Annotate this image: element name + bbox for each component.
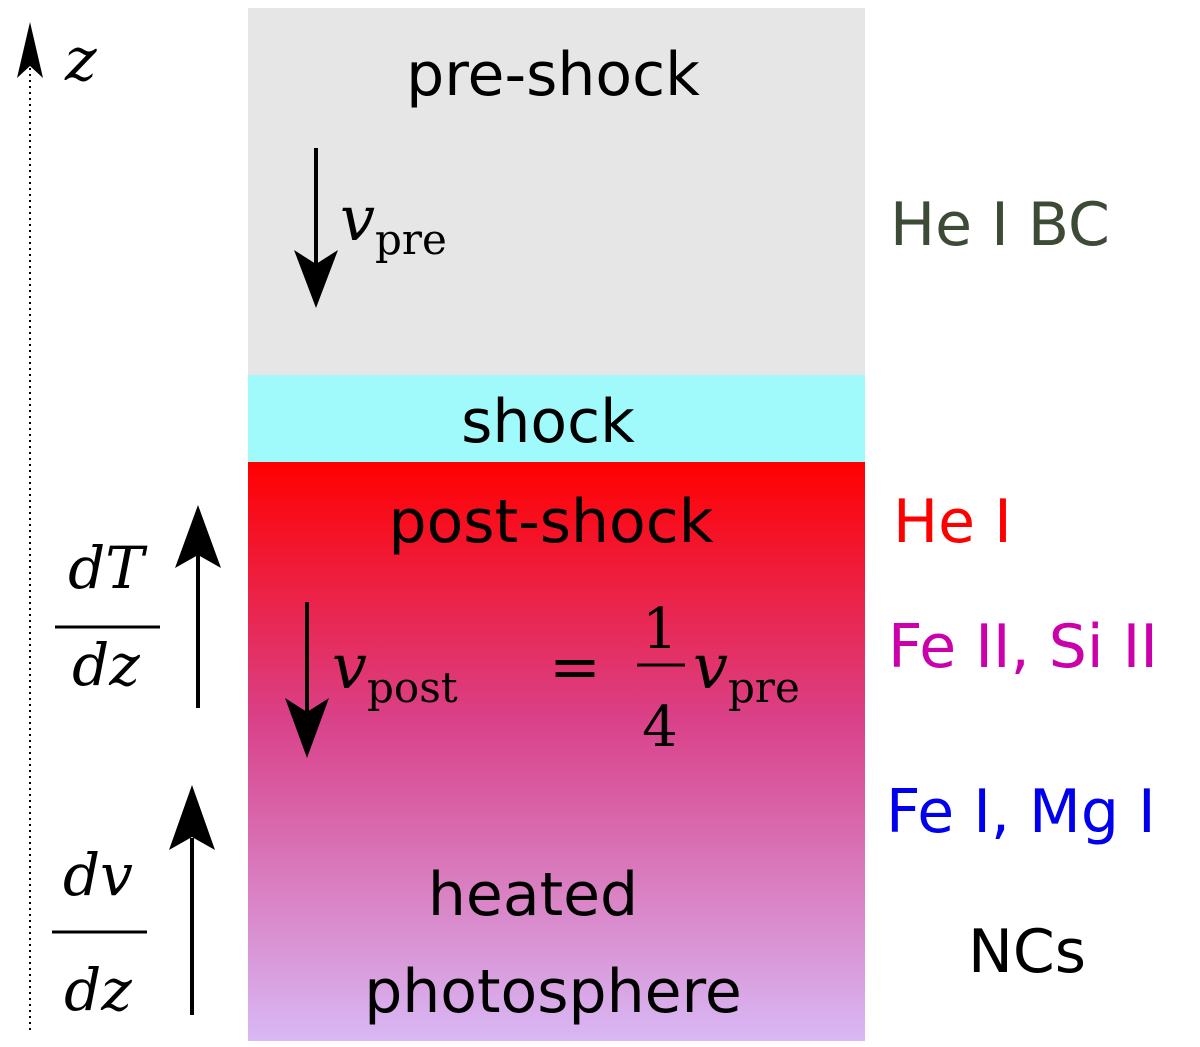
- post-shock-label: post-shock: [389, 487, 714, 557]
- svg-text:vpost: vpost: [332, 630, 458, 712]
- heated-label: heated: [428, 860, 638, 930]
- z-axis-label: z: [64, 25, 97, 95]
- svg-text:dz: dz: [72, 631, 140, 699]
- photosphere-label: photosphere: [364, 957, 742, 1027]
- svg-text:1: 1: [642, 597, 678, 662]
- svg-text:vpre: vpre: [693, 630, 800, 712]
- svg-text:4: 4: [642, 695, 678, 760]
- velocity-gradient: dv dz: [52, 841, 147, 1024]
- post-velocity-arrowhead-icon: [285, 698, 329, 758]
- pre-velocity-arrowhead-icon: [294, 250, 338, 308]
- svg-text:=: =: [549, 630, 601, 703]
- post-velocity-equation: vpost = 1 4 vpre: [332, 597, 800, 760]
- line-label-he-i-bc: He I BC: [890, 190, 1110, 260]
- line-label-ncs: NCs: [968, 917, 1086, 987]
- line-label-fe-i-mg-i: Fe I, Mg I: [886, 777, 1156, 847]
- post-shock-region: [248, 462, 865, 1041]
- line-label-fe-ii-si-ii: Fe II, Si II: [888, 612, 1158, 682]
- svg-text:dT: dT: [68, 534, 148, 602]
- shock-region: [248, 375, 865, 462]
- velocity-arrowhead-icon: [169, 785, 215, 850]
- temperature-gradient: dT dz: [55, 534, 160, 699]
- pre-shock-label: pre-shock: [406, 40, 700, 110]
- pre-velocity-label: vpre: [340, 182, 447, 264]
- z-axis-arrowhead-icon: [17, 22, 43, 78]
- pre-shock-region: [248, 8, 865, 375]
- line-label-he-i: He I: [893, 487, 1012, 557]
- shock-label: shock: [461, 387, 635, 457]
- svg-text:dz: dz: [64, 956, 132, 1024]
- svg-text:dv: dv: [63, 841, 133, 909]
- temperature-arrowhead-icon: [175, 505, 221, 568]
